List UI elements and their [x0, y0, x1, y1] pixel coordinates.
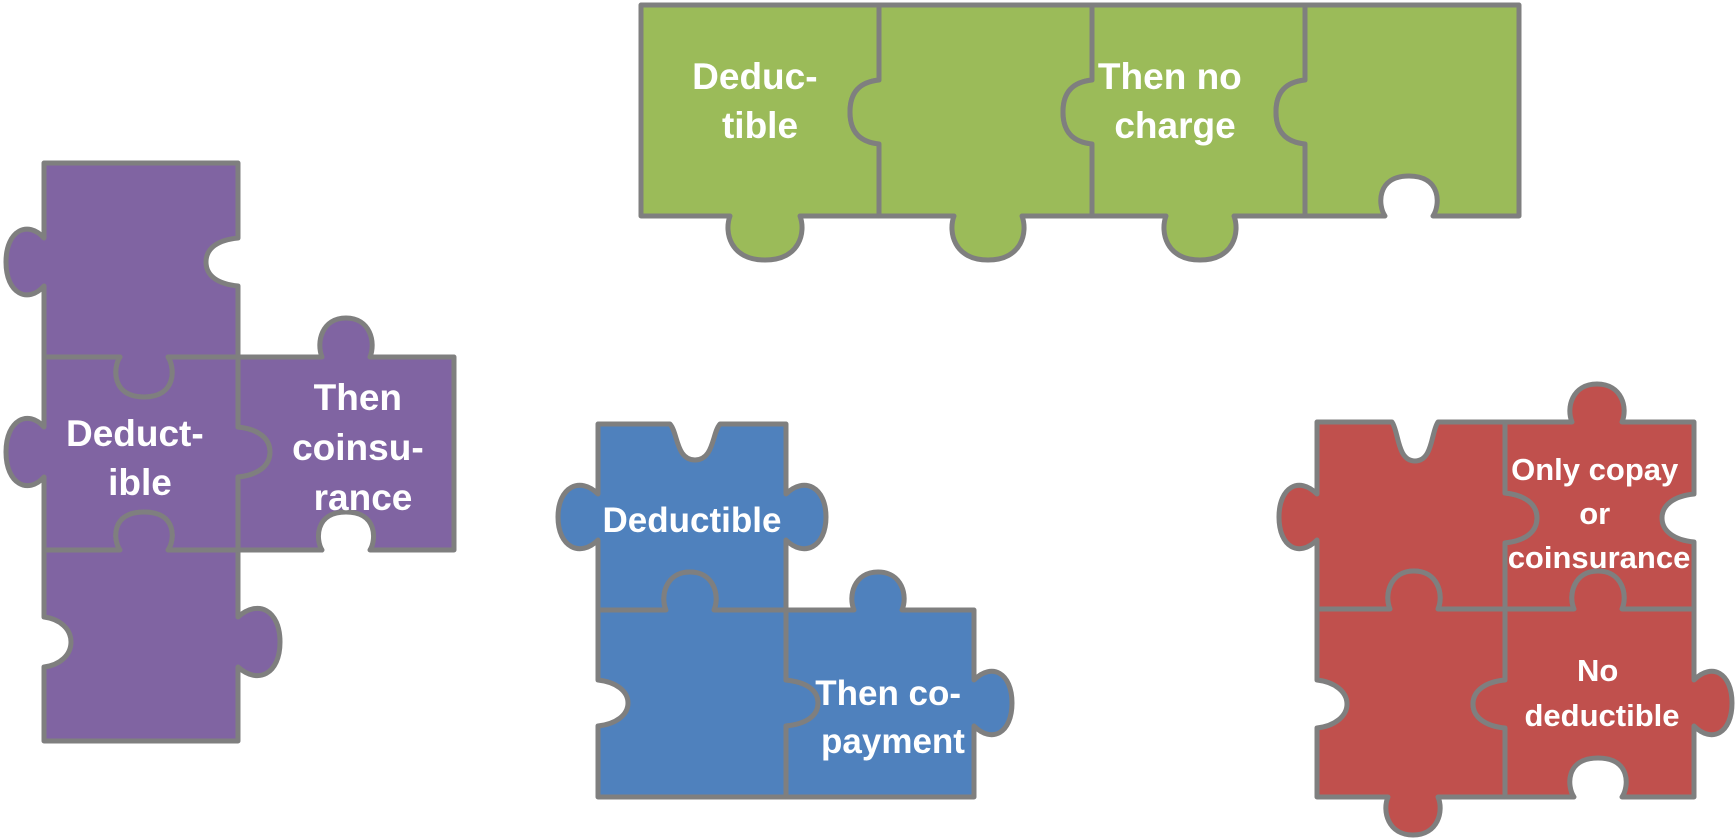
blue-piece-top-label: Deductible	[603, 501, 782, 540]
purple-piece-right	[235, 315, 457, 553]
green-piece-4	[1273, 2, 1522, 219]
blue-piece-right-line-2: payment	[821, 722, 965, 761]
red-piece-top-right	[1502, 381, 1697, 612]
purple-piece-mid-label: Deduct- ible	[66, 413, 214, 503]
red-piece-bottom-right-label: No deductible	[1524, 653, 1679, 733]
blue-piece-right	[783, 569, 1015, 800]
red-piece-top-right-line-1: Only copay	[1511, 452, 1679, 487]
purple-piece-right-label: Then coinsu- rance	[292, 377, 434, 518]
red-piece-bottom-right	[1470, 568, 1735, 800]
blue-puzzle-group: Deductible Then co- payment	[555, 421, 1015, 800]
green-piece-1-label: Deduc- tible	[692, 56, 828, 146]
red-piece-bottom-right-line-2: deductible	[1524, 698, 1679, 733]
green-piece-1-line-1: Deduc-	[692, 56, 817, 97]
red-piece-top-right-label: Only copay or coinsurance	[1508, 452, 1691, 575]
purple-piece-right-line-1: Then	[314, 377, 402, 418]
red-piece-bottom-right-line-1: No	[1577, 653, 1618, 688]
red-piece-top-right-line-2: or	[1579, 496, 1610, 531]
purple-piece-right-line-2: coinsu-	[292, 427, 424, 468]
green-piece-3-label: Then no charge	[1098, 56, 1252, 146]
purple-piece-mid-line-1: Deduct-	[66, 413, 204, 454]
green-puzzle-group: Deduc- tible Then no charge	[638, 2, 1522, 263]
red-piece-bottom-left	[1314, 568, 1508, 838]
blue-piece-right-line-1: Then co-	[815, 674, 961, 713]
red-piece-top-right-line-3: coinsurance	[1508, 540, 1691, 575]
green-piece-3-line-1: Then no	[1098, 56, 1242, 97]
purple-piece-mid-line-2: ible	[108, 462, 172, 503]
green-piece-3-line-2: charge	[1114, 105, 1235, 146]
purple-piece-right-line-3: rance	[314, 477, 413, 518]
green-piece-1-line-2: tible	[722, 105, 798, 146]
red-puzzle-group: Only copay or coinsurance No deductible	[1276, 381, 1735, 838]
purple-puzzle-group: Deduct- ible Then coinsu- rance	[3, 160, 457, 744]
green-piece-2	[847, 2, 1095, 263]
blue-piece-right-label: Then co- payment	[815, 674, 971, 761]
purple-piece-bottom	[41, 509, 283, 744]
